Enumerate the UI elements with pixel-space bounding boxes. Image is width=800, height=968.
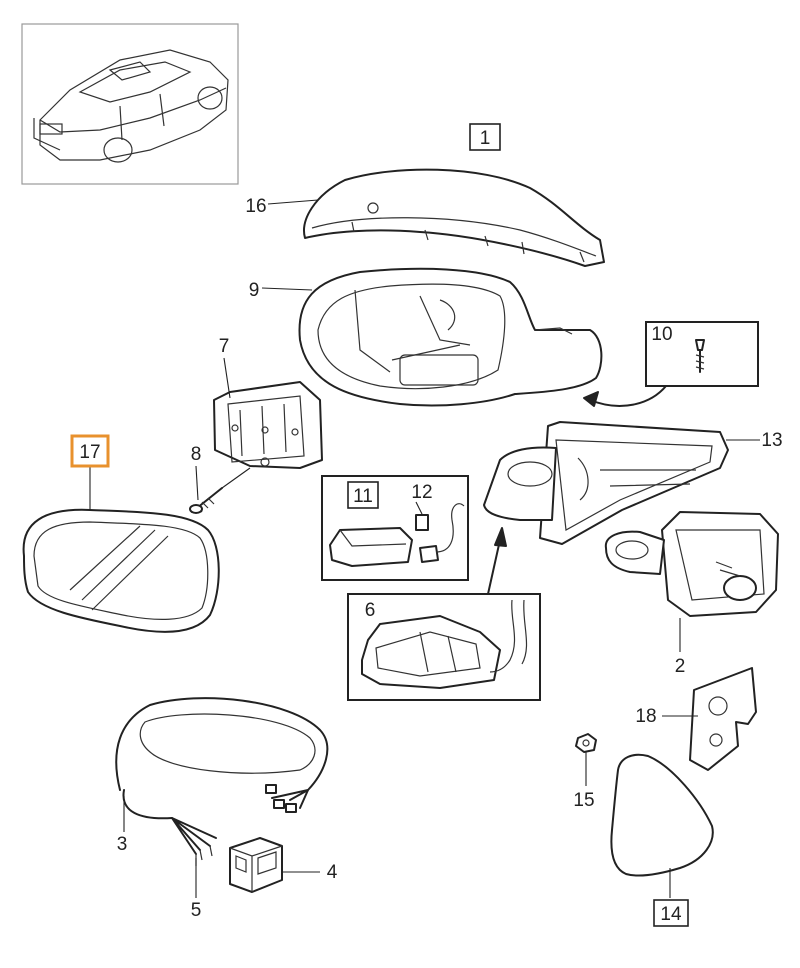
part-2-adjust-motor: [604, 511, 779, 617]
part-3-cable-harness: [115, 697, 329, 855]
callout-12: 12: [411, 482, 432, 503]
part-15-nut: [575, 733, 597, 753]
callout-4: 4: [327, 862, 338, 883]
callout-1: 1: [469, 123, 501, 151]
part-8-screw: [189, 487, 223, 514]
callout-6: 6: [365, 600, 376, 621]
callout-2: 2: [675, 656, 686, 677]
callout-17-text: 17: [79, 442, 100, 463]
callout-18: 18: [635, 706, 656, 727]
leader-lines: [89, 199, 760, 898]
callout-17: 17: [70, 434, 110, 468]
callout-3: 3: [117, 834, 128, 855]
callout-11: 11: [347, 481, 379, 509]
arrow-10: [583, 385, 667, 407]
callout-14: 14: [653, 899, 689, 927]
part-13-mirror-base: [483, 421, 729, 545]
part-18-gasket: [689, 667, 757, 771]
part-11-12-frame: [321, 475, 469, 581]
arrow-6: [487, 527, 507, 595]
part-7-bracket: [213, 381, 323, 469]
callout-1-text: 1: [480, 128, 491, 149]
callout-14-text: 14: [660, 904, 682, 925]
callout-11-text: 11: [353, 486, 373, 507]
part-16-mirror-cover: [303, 168, 605, 267]
part-10-screw-frame: [645, 321, 759, 387]
callout-9: 9: [249, 280, 260, 301]
part-6-frame: [347, 593, 541, 701]
callout-10: 10: [651, 324, 672, 345]
part-9-mirror-housing: [298, 267, 603, 407]
callout-7: 7: [219, 336, 230, 357]
part-4-connector: [229, 837, 283, 893]
part-14-trim-cover: [610, 753, 714, 877]
callout-15: 15: [573, 790, 594, 811]
vehicle-thumbnail: [21, 23, 239, 185]
part-17-mirror-glass: [22, 508, 220, 633]
callout-8: 8: [191, 444, 202, 465]
callout-16: 16: [245, 196, 266, 217]
callout-13: 13: [761, 430, 782, 451]
leader-8-extra: [221, 467, 251, 489]
callout-5: 5: [191, 900, 202, 921]
